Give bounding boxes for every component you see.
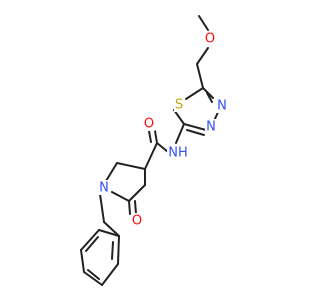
bond-c2ring-n1 (105, 162, 118, 182)
atom-amide-oxygen: O (143, 116, 155, 132)
bond-ph-2-3 (101, 263, 119, 286)
bond-carbonyl-o-double (148, 130, 152, 143)
bond-ph-1-2 (117, 235, 120, 265)
atom-amide-nitrogen: NH (167, 145, 189, 161)
bond-n3-c2-double (186, 129, 205, 136)
bonds (80, 15, 220, 286)
atom-label-n-ring-b: N (206, 120, 216, 135)
molecule-structure: O S N N O NH N O (80, 15, 228, 286)
bond-c3-c2ring (116, 162, 146, 170)
atom-labels: O S N N O NH N O (98, 31, 228, 229)
bond-c5ring-o-double (134, 200, 137, 215)
bond-carbonyl-c3 (144, 142, 158, 170)
bond-n1-ch2 (99, 193, 105, 223)
atom-methoxy-oxygen: O (204, 31, 216, 47)
bond-ph-inner-c (85, 236, 99, 252)
bond-methyl-o (198, 15, 209, 31)
atom-ring-nitrogen-b: N (205, 119, 217, 135)
atom-label-n-pyrrolidine: N (99, 181, 109, 196)
bond-ph-6-1 (98, 229, 120, 237)
bond-n1-c5ring (111, 191, 130, 202)
bond-c5ring-o (128, 200, 131, 215)
bond-ph-4-5 (80, 249, 85, 273)
bond-ph-inner-a (111, 241, 114, 260)
bond-s-c2 (173, 109, 185, 125)
bond-carbonyl-o (154, 130, 158, 144)
bond-ch2-thiadiazole (196, 63, 204, 89)
bond-ph-5-6 (80, 229, 100, 251)
bond-n3-c2 (183, 123, 207, 131)
atom-pyrrolidine-nitrogen: N (98, 180, 110, 196)
atom-ring-sulfur: S (174, 97, 185, 113)
bond-ph-inner-b (87, 269, 100, 280)
bond-ch2-phenyl (103, 221, 120, 237)
bond-c5-s (185, 87, 204, 100)
bond-c2-nh (175, 123, 185, 144)
atom-ring-nitrogen-a: N (216, 98, 228, 114)
atom-label-n-ring-a: N (217, 99, 227, 114)
atom-lactam-oxygen: O (131, 213, 143, 229)
atom-label-o-methoxy: O (205, 32, 215, 47)
bond-c5ring-c4 (128, 184, 146, 202)
atom-label-s-ring: S (175, 98, 183, 113)
bond-ph-3-4 (83, 271, 103, 286)
bond-o-ch2 (196, 47, 209, 65)
atom-label-o-lactam: O (132, 214, 142, 229)
bond-nh-carbonyl (156, 142, 169, 153)
bond-c5-n4-double (206, 92, 213, 103)
atom-label-nh-amide: NH (168, 146, 188, 161)
atom-label-o-amide: O (144, 117, 154, 132)
